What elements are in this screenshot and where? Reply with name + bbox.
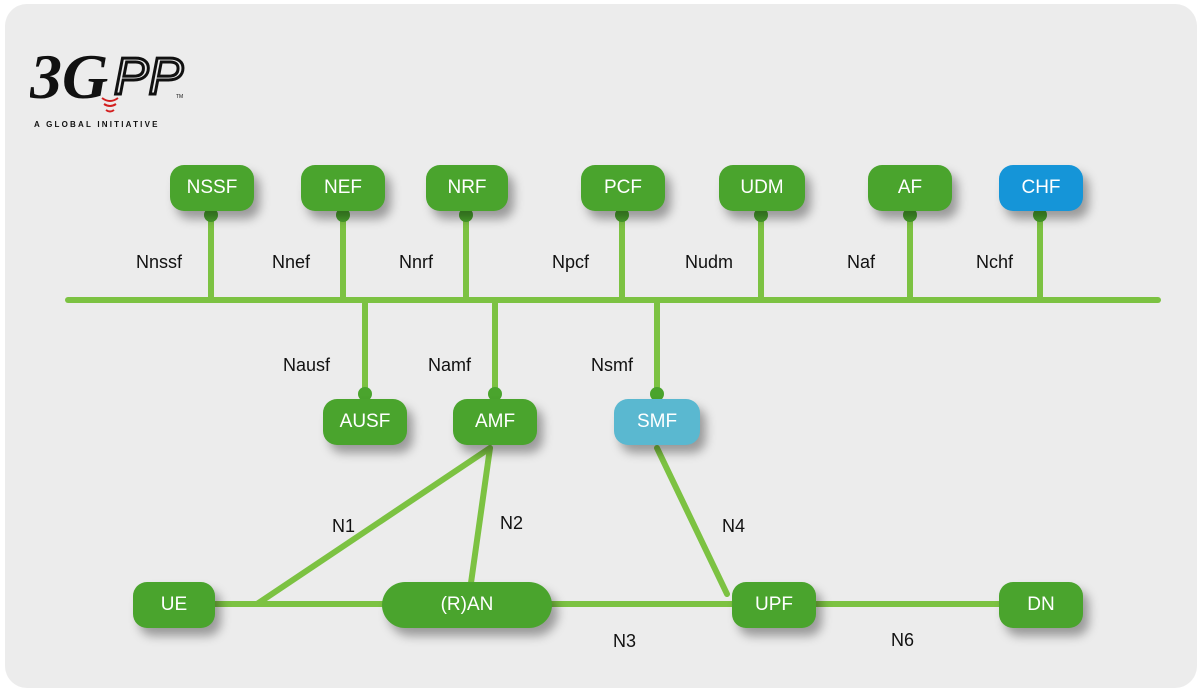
n1-label: N1 — [332, 516, 356, 536]
ran-node[interactable]: (R)AN — [382, 582, 552, 628]
chf-node[interactable]: CHF — [999, 165, 1083, 211]
af-dot — [903, 208, 917, 222]
nef-dot — [336, 208, 350, 222]
amf-dot — [488, 387, 502, 401]
n2-line — [467, 445, 493, 593]
diagram-background — [5, 4, 1197, 688]
3gpp-logo: 3G PP TM — [30, 41, 185, 113]
ausf-dot — [358, 387, 372, 401]
namf-label: Namf — [428, 355, 472, 375]
nssf-node[interactable]: NSSF — [170, 165, 254, 211]
nrf-node[interactable]: NRF — [426, 165, 508, 211]
ausf-node[interactable]: AUSF — [323, 399, 407, 445]
amf-node[interactable]: AMF — [453, 399, 537, 445]
npcf-label: Npcf — [552, 252, 590, 272]
n4-label: N4 — [722, 516, 746, 536]
svg-text:PP: PP — [114, 48, 184, 106]
nnrf-label: Nnrf — [399, 252, 434, 272]
svg-text:TM: TM — [176, 94, 183, 100]
pcf-dot — [615, 208, 629, 222]
nnssf-label: Nnssf — [136, 252, 183, 272]
nsmf-label: Nsmf — [591, 355, 633, 375]
nchf-label: Nchf — [976, 252, 1014, 272]
nssf-dot — [204, 208, 218, 222]
chf-dot — [1033, 208, 1047, 222]
udm-dot — [754, 208, 768, 222]
nef-node[interactable]: NEF — [301, 165, 385, 211]
naf-label: Naf — [847, 252, 876, 272]
nudm-label: Nudm — [685, 252, 734, 272]
nrf-dot — [459, 208, 473, 222]
n4-line — [654, 445, 730, 597]
n1-line — [254, 445, 493, 607]
logo-tagline: A GLOBAL INITIATIVE — [34, 120, 160, 129]
upf-node[interactable]: UPF — [732, 582, 816, 628]
ue-node[interactable]: UE — [133, 582, 215, 628]
svg-text:3G: 3G — [30, 41, 108, 112]
nnef-label: Nnef — [272, 252, 311, 272]
smf-dot — [650, 387, 664, 401]
n6-label: N6 — [891, 630, 915, 650]
smf-node[interactable]: SMF — [614, 399, 700, 445]
n3-label: N3 — [613, 631, 637, 651]
n2-label: N2 — [500, 513, 524, 533]
dn-node[interactable]: DN — [999, 582, 1083, 628]
nausf-label: Nausf — [283, 355, 331, 375]
udm-node[interactable]: UDM — [719, 165, 805, 211]
af-node[interactable]: AF — [868, 165, 952, 211]
pcf-node[interactable]: PCF — [581, 165, 665, 211]
